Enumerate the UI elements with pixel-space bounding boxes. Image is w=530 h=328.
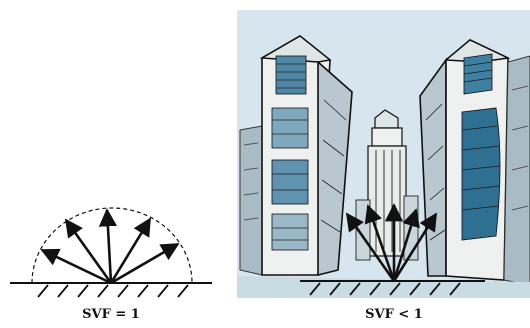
window-band (272, 160, 308, 204)
window-band (272, 108, 308, 148)
ray-arrow (111, 244, 178, 283)
ground-hatching (38, 285, 188, 297)
ray-arrow (107, 210, 111, 283)
open-sky-panel: SVF = 1 (10, 208, 212, 322)
sky-hemisphere-outline (32, 208, 192, 283)
background-building-right (504, 56, 530, 285)
ray-arrow (111, 219, 150, 283)
street-canyon-panel: SVF < 1 (237, 10, 530, 322)
window-band (272, 214, 308, 250)
window-band (464, 54, 492, 94)
open-sky-caption: SVF = 1 (82, 307, 140, 322)
street-canyon-caption: SVF < 1 (365, 307, 423, 322)
background-building-left (240, 126, 262, 275)
